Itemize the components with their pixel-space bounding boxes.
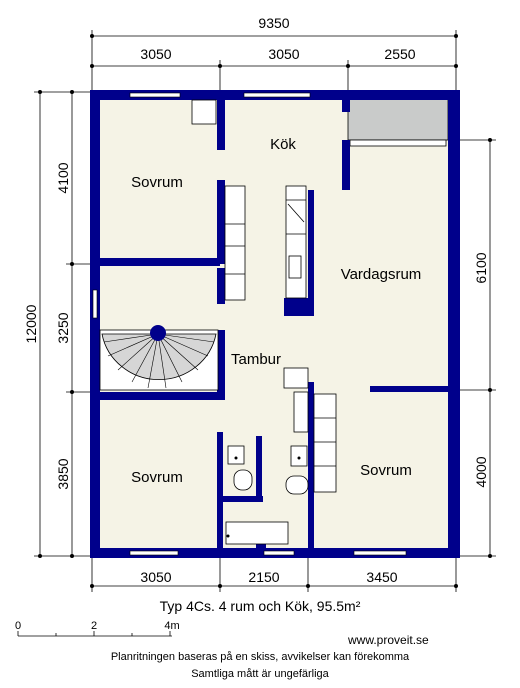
- spiral-stair: [99, 325, 219, 391]
- balcony-rail: [349, 139, 447, 147]
- bathroom-fixtures: [225, 367, 337, 545]
- scale-label-4m: 4m: [164, 620, 179, 632]
- dim-top-2: 3050: [268, 46, 299, 62]
- balcony: [347, 97, 449, 141]
- room-label-tambur: Tambur: [231, 351, 281, 368]
- room-label-sovrum-bottom-right: Sovrum: [360, 462, 412, 479]
- website: www.proveit.se: [348, 633, 429, 647]
- dim-right-1: 6100: [473, 252, 489, 283]
- dim-left-1: 4100: [55, 162, 71, 193]
- dim-top-total: 9350: [258, 15, 289, 31]
- dim-bottom-3: 3450: [366, 569, 397, 585]
- sink-dots: [226, 456, 301, 538]
- dim-bottom-2: 2150: [248, 569, 279, 585]
- dim-left-total: 12000: [23, 304, 39, 343]
- windows: [92, 92, 407, 556]
- dim-left-3: 3850: [55, 458, 71, 489]
- disclaimer-2: Samtliga mått är ungefärliga: [191, 668, 329, 680]
- dim-top-1: 3050: [140, 46, 171, 62]
- dim-bottom-1: 3050: [140, 569, 171, 585]
- scale-label-0: 0: [15, 620, 21, 632]
- dim-right-2: 4000: [473, 456, 489, 487]
- floor: [92, 92, 456, 556]
- kitchen-fixtures: [191, 99, 307, 301]
- room-label-sovrum-bottom-left: Sovrum: [131, 469, 183, 486]
- room-label-kok: Kök: [270, 136, 296, 153]
- room-label-vardagsrum: Vardagsrum: [341, 266, 422, 283]
- dim-top-3: 2550: [384, 46, 415, 62]
- scale-bar: [17, 631, 172, 637]
- dim-left-2: 3250: [55, 312, 71, 343]
- disclaimer-1: Planritningen baseras på en skiss, avvik…: [110, 651, 410, 663]
- scale-label-2: 2: [91, 620, 97, 632]
- room-label-sovrum-top: Sovrum: [131, 174, 183, 191]
- dimension-ticks: [38, 34, 492, 588]
- plan-title: Typ 4Cs. 4 rum och Kök, 95.5m²: [159, 598, 361, 614]
